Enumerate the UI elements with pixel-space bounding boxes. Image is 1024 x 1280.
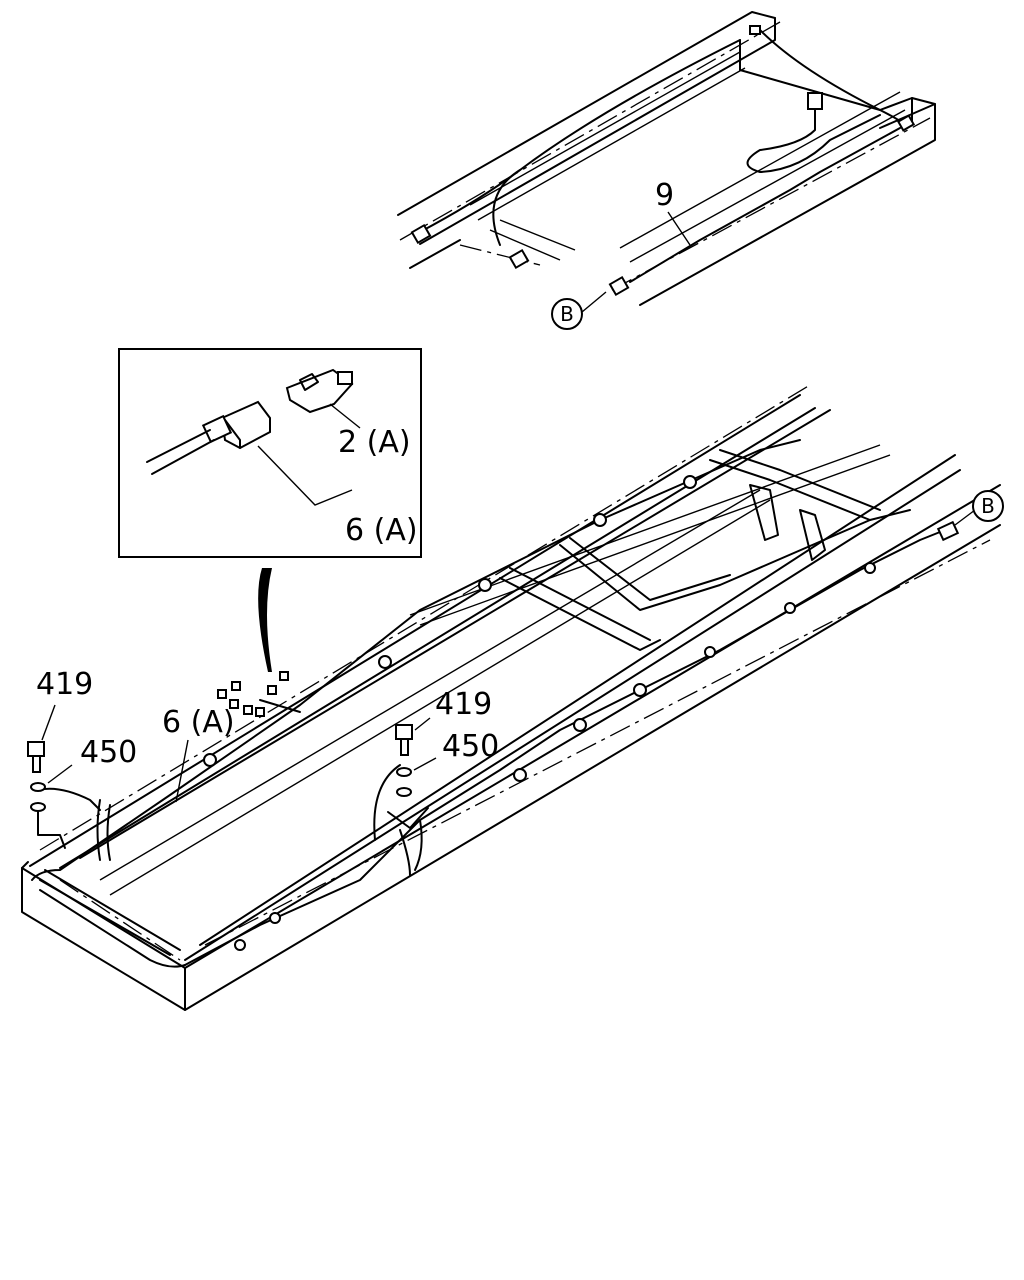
part-450-left-label: 450 xyxy=(80,735,137,770)
bolt-419-right-icon xyxy=(395,717,431,756)
bolt-419-left-icon xyxy=(27,704,56,773)
washer-450-left-icon xyxy=(30,764,73,812)
part-419-right-label: 419 xyxy=(435,687,492,722)
part-2a-label: 2 (A) xyxy=(338,425,411,460)
washer-450-right-icon xyxy=(396,757,437,797)
leader-6a-main xyxy=(175,739,189,803)
svg-text:B: B xyxy=(981,494,995,518)
part-6a-inset-label: 6 (A) xyxy=(345,513,418,548)
part-450-right-label: 450 xyxy=(442,729,499,764)
top-frame-section xyxy=(397,11,936,306)
connector-detail-inset xyxy=(118,348,422,558)
callout-b-top: B xyxy=(551,291,607,330)
part-6a-main-label: 6 (A) xyxy=(162,705,235,740)
part-419-left-label: 419 xyxy=(36,667,93,702)
leader-9 xyxy=(667,211,691,246)
callout-b-right: B xyxy=(972,490,1004,522)
svg-text:B: B xyxy=(560,302,574,326)
main-frame-section xyxy=(21,384,1001,1011)
part-9-label: 9 xyxy=(655,178,674,213)
inset-pointer xyxy=(258,568,272,672)
